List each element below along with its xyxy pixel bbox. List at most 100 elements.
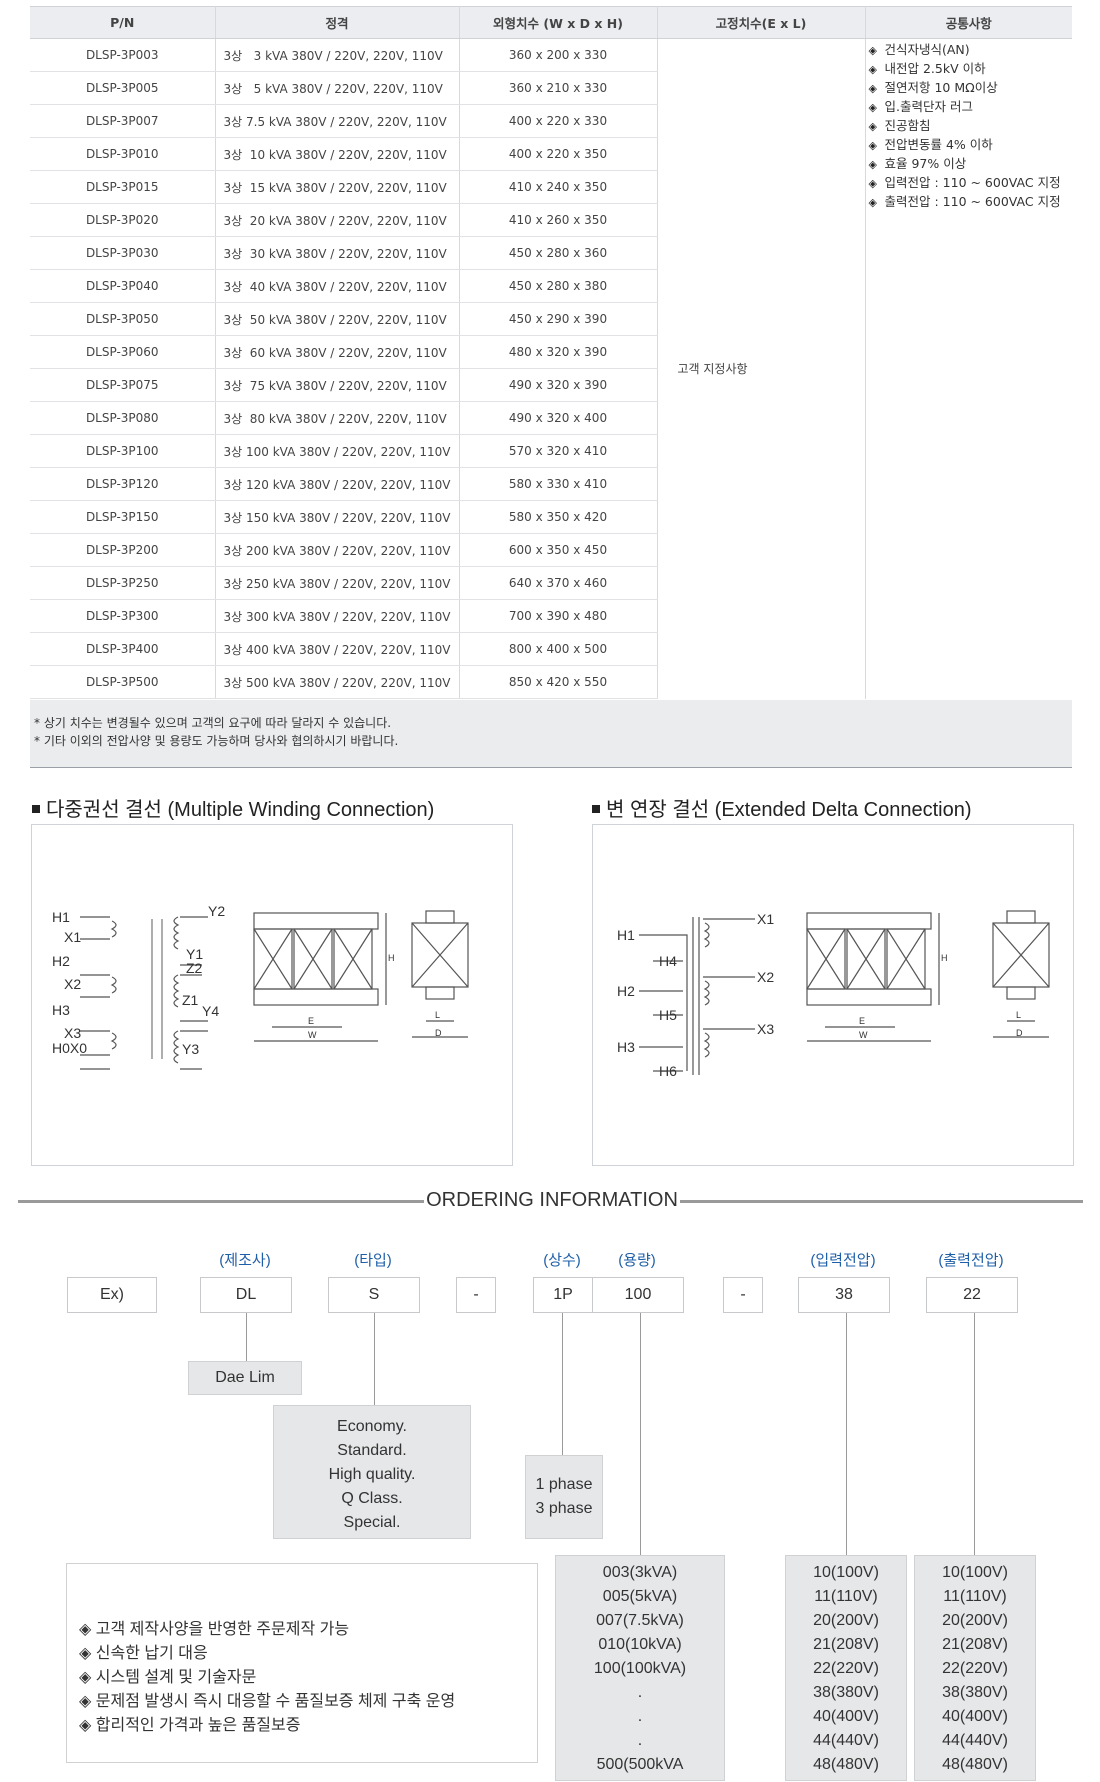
dimension-cell: 490 x 320 x 390	[459, 368, 658, 402]
common-spec-text: 내전압 2.5kV 이하	[884, 61, 986, 76]
dimension-cell: 400 x 220 x 330	[459, 104, 658, 138]
diamond-bullet-icon: ◈	[79, 1717, 92, 1734]
rating-cell: 3상 100 kVA 380V / 220V, 220V, 110V	[215, 434, 460, 468]
feature-item: ◈ 시스템 설계 및 기술자문	[79, 1669, 257, 1686]
output-voltage-option: 38(380V)	[942, 1684, 1008, 1701]
pn-cell: DLSP-3P005	[30, 71, 216, 105]
spec-table: P/N 정격 외형치수 (W x D x H) 고정치수(E x L) 공통사항…	[30, 6, 1072, 699]
common-spec-text: 절연저항 10 MΩ이상	[884, 80, 998, 95]
dimension-cell: 490 x 320 x 400	[459, 401, 658, 435]
pn-cell: DLSP-3P015	[30, 170, 216, 204]
rating-cell: 3상 250 kVA 380V / 220V, 220V, 110V	[215, 566, 460, 600]
diamond-bullet-icon: ◈	[868, 101, 877, 114]
terminal-label-x1: X1	[64, 929, 81, 945]
terminal-label-h1: H1	[617, 927, 635, 943]
output-voltage-option: 48(480V)	[942, 1756, 1008, 1773]
diamond-bullet-icon: ◈	[868, 196, 877, 209]
common-spec-item: ◈입력전압 : 110 ~ 600VAC 지정	[869, 174, 1073, 193]
terminal-label-x3: X3	[757, 1021, 774, 1037]
label-type: (타입)	[354, 1252, 392, 1269]
example-maker: DL	[200, 1277, 292, 1313]
dimension-cell: 480 x 320 x 390	[459, 335, 658, 369]
connector-type	[374, 1313, 375, 1405]
dim-label-w: W	[308, 1030, 317, 1040]
table-header-row: P/N 정격 외형치수 (W x D x H) 고정치수(E x L) 공통사항	[30, 6, 1072, 39]
terminal-label-x2: X2	[64, 976, 81, 992]
label-maker: (제조사)	[219, 1252, 271, 1269]
terminal-label-x3: X3	[64, 1025, 81, 1041]
type-option: Standard.	[337, 1442, 407, 1459]
pn-cell: DLSP-3P500	[30, 665, 216, 699]
common-spec-item: ◈ 진공함침	[869, 117, 1073, 136]
terminal-label-y1: Y1	[186, 946, 203, 962]
diamond-bullet-icon: ◈	[868, 139, 877, 152]
dim-label-d: D	[435, 1028, 442, 1038]
terminal-label-y4: Y4	[202, 1003, 219, 1019]
square-bullet-icon	[32, 805, 40, 813]
maker-description: Dae Lim	[188, 1361, 302, 1395]
common-spec-item: ◈입.출력단자 러그	[869, 98, 1073, 117]
header-fixed-dimensions: 고정치수(E x L)	[657, 6, 866, 39]
rating-cell: 3상 60 kVA 380V / 220V, 220V, 110V	[215, 335, 460, 369]
dimension-cell: 450 x 280 x 380	[459, 269, 658, 303]
primary-coils	[80, 916, 208, 1070]
input-voltage-option: 11(110V)	[814, 1588, 878, 1605]
extended-delta-title: 변 연장 결선 (Extended Delta Connection)	[592, 793, 972, 822]
output-voltage-option: 11(110V)	[943, 1588, 1007, 1605]
header-common: 공통사항	[865, 6, 1072, 39]
example-phase: 1P	[533, 1277, 593, 1313]
rating-cell: 3상 7.5 kVA 380V / 220V, 220V, 110V	[215, 104, 460, 138]
terminal-label-h3: H3	[52, 1002, 70, 1018]
dimension-cell: 410 x 240 x 350	[459, 170, 658, 204]
label-phase: (상수)	[543, 1252, 581, 1269]
output-voltage-option: 44(440V)	[942, 1732, 1008, 1749]
rating-cell: 3상 75 kVA 380V / 220V, 220V, 110V	[215, 368, 460, 402]
diamond-bullet-icon: ◈	[868, 120, 877, 133]
pn-cell: DLSP-3P020	[30, 203, 216, 237]
common-spec-text: 진공함침	[884, 118, 931, 133]
side-view-drawing	[411, 910, 469, 1038]
capacity-option: 010(10kVA)	[598, 1636, 682, 1653]
pn-cell: DLSP-3P120	[30, 467, 216, 501]
fixed-dimension-cell: 고객 지정사항	[657, 38, 866, 699]
terminal-label-y3: Y3	[182, 1041, 199, 1057]
dim-label-e: E	[308, 1016, 314, 1026]
phase-options-box: 1 phase 3 phase	[525, 1455, 603, 1539]
pn-cell: DLSP-3P250	[30, 566, 216, 600]
ordering-divider-left	[18, 1200, 424, 1203]
type-option: Q Class.	[341, 1490, 403, 1507]
example-prefix: Ex)	[67, 1277, 157, 1313]
output-voltage-option: 10(100V)	[942, 1564, 1008, 1581]
dimension-cell: 450 x 290 x 390	[459, 302, 658, 336]
pn-cell: DLSP-3P400	[30, 632, 216, 666]
example-dash-1: -	[456, 1277, 496, 1313]
terminal-label-h0x0: H0X0	[52, 1040, 87, 1056]
input-voltage-option: 10(100V)	[813, 1564, 879, 1581]
rating-cell: 3상 150 kVA 380V / 220V, 220V, 110V	[215, 500, 460, 534]
pn-cell: DLSP-3P100	[30, 434, 216, 468]
notes-box: * 상기 치수는 변경될수 있으며 고객의 요구에 따라 달라지 수 있습니다.…	[30, 700, 1072, 768]
pn-cell: DLSP-3P300	[30, 599, 216, 633]
dim-label-l: L	[435, 1010, 440, 1020]
capacity-option: 005(5kVA)	[602, 1588, 678, 1605]
dim-label-d: D	[1016, 1028, 1023, 1038]
rating-cell: 3상 30 kVA 380V / 220V, 220V, 110V	[215, 236, 460, 270]
pn-cell: DLSP-3P075	[30, 368, 216, 402]
diamond-bullet-icon: ◈	[868, 63, 877, 76]
pn-cell: DLSP-3P007	[30, 104, 216, 138]
common-spec-item: ◈효율 97% 이상	[869, 155, 1073, 174]
terminal-label-h5: H5	[659, 1007, 677, 1023]
terminal-label-h2: H2	[617, 983, 635, 999]
input-voltage-option: 44(440V)	[813, 1732, 879, 1749]
ordering-divider-right	[680, 1200, 1083, 1203]
